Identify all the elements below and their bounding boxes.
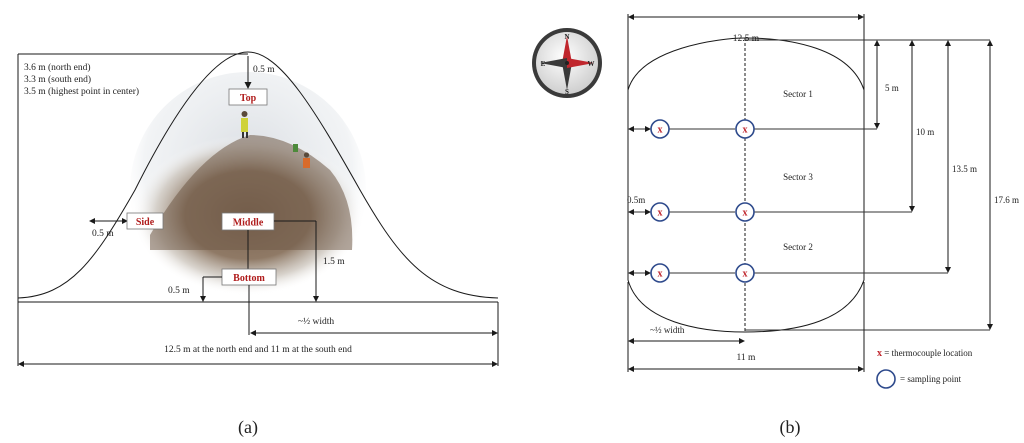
legend: x = thermocouple location = sampling poi…	[876, 348, 973, 389]
thermocouple-mark: x	[658, 269, 663, 280]
sector-2-label: Sector 2	[783, 242, 813, 252]
top-width-label: 12.5 m	[733, 34, 760, 44]
sampling-point	[735, 202, 755, 222]
svg-text:N: N	[564, 33, 569, 41]
base-width-label: 12.5 m at the north end and 11 m at the …	[164, 345, 352, 355]
half-width-label-b: ~½ width	[650, 325, 685, 335]
side-label-box	[126, 212, 164, 230]
svg-text:E: E	[541, 60, 546, 68]
legend-sampling-circle	[876, 369, 896, 389]
svg-text:W: W	[588, 60, 595, 68]
half-width-label: ~½ width	[298, 316, 335, 327]
pile-outline	[17, 51, 499, 299]
panel-b-caption: (b)	[780, 417, 801, 438]
side-label: Side	[136, 217, 155, 228]
sampling-point	[650, 263, 670, 283]
panel-a: 3.6 m (north end) 3.3 m (south end) 3.5 …	[17, 51, 499, 438]
panel-a-caption: (a)	[238, 417, 258, 438]
top-label-box	[228, 88, 268, 106]
sampling-point	[650, 119, 670, 139]
middle-height-label: 1.5 m	[323, 257, 345, 267]
dim-5-label: 5 m	[885, 83, 899, 93]
dim-17-6-label: 17.6 m	[994, 195, 1019, 205]
height-note-center: 3.5 m (highest point in center)	[24, 86, 139, 97]
legend-sampling: = sampling point	[900, 374, 962, 384]
side-offset-label: 0.5 m	[92, 229, 114, 239]
sampling-point	[735, 263, 755, 283]
thermocouple-mark: x	[743, 269, 748, 280]
thermocouple-mark: x	[743, 208, 748, 219]
top-offset-label: 0.5 m	[253, 65, 275, 75]
thermocouple-mark: x	[658, 125, 663, 136]
bottom-width-label: 11 m	[737, 353, 757, 363]
panel-b: N S E W 12.5 m 5 m 10 m	[532, 14, 1019, 438]
dim-13-5-label: 13.5 m	[952, 164, 977, 174]
sampling-point	[650, 202, 670, 222]
compass-icon: N S E W	[532, 28, 602, 98]
bottom-offset-label: 0.5 m	[168, 286, 190, 296]
height-note-south: 3.3 m (south end)	[24, 74, 91, 85]
thermocouple-mark: x	[658, 208, 663, 219]
dim-10-label: 10 m	[916, 127, 934, 137]
svg-text:S: S	[565, 88, 569, 96]
sector-3-label: Sector 3	[783, 172, 813, 182]
sector-1-label: Sector 1	[783, 89, 813, 99]
top-label: Top	[240, 93, 257, 104]
thermocouple-mark: x	[743, 125, 748, 136]
height-note-north: 3.6 m (north end)	[24, 62, 91, 73]
bottom-label: Bottom	[233, 273, 265, 284]
legend-thermocouple: x = thermocouple location	[877, 348, 973, 359]
middle-label: Middle	[233, 218, 264, 229]
sampling-point	[735, 119, 755, 139]
edge-offset-label: 0.5m	[627, 195, 645, 205]
pile-plan-outline	[627, 37, 865, 333]
